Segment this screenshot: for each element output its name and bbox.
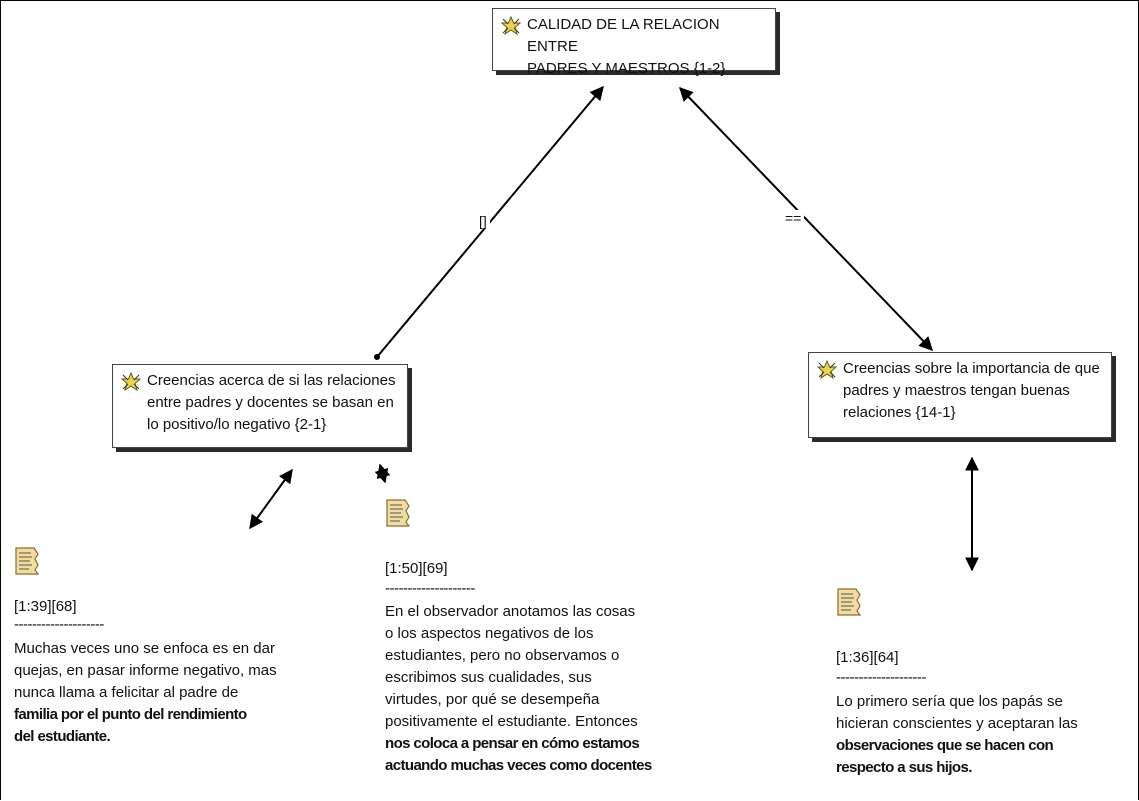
quotation-line: o los aspectos negativos de los	[385, 625, 594, 642]
quotation-node-2[interactable]: [1:50][69] -------------------- En el ob…	[385, 498, 685, 798]
code-label-line: padres y maestros tengan buenas	[843, 382, 1070, 399]
quotation-line-bold: nos coloca a pensar en cómo estamos	[385, 735, 640, 752]
quotation-reference: [1:50][69]	[385, 560, 448, 577]
quotation-line-bold: observaciones que se hacen con	[836, 737, 1054, 754]
link-left-to-main[interactable]	[376, 85, 604, 358]
quotation-reference: [1:39][68]	[14, 598, 77, 615]
quotation-separator: --------------------	[14, 616, 104, 633]
quotation-separator: --------------------	[385, 580, 475, 597]
quotation-line-bold: del estudiante.	[14, 728, 111, 745]
code-node-main[interactable]: CALIDAD DE LA RELACION ENTRE PADRES Y MA…	[492, 8, 776, 77]
quotation-line: quejas, en pasar informe negativo, mas	[14, 662, 277, 679]
quotation-line: escribimos sus cualidades, sus	[385, 669, 592, 686]
code-icon	[120, 372, 142, 392]
link-left-q1[interactable]	[249, 468, 293, 530]
link-left-q2[interactable]	[374, 463, 391, 484]
quotation-line: estudiantes, pero no observamos o	[385, 647, 620, 664]
document-icon	[15, 547, 40, 575]
code-label-line: PADRES Y MAESTROS {1-2}	[527, 60, 726, 77]
quotation-line-bold: respecto a sus hijos.	[836, 759, 972, 776]
code-icon	[816, 360, 838, 380]
quotation-line: Lo primero sería que los papás se	[836, 693, 1063, 710]
quotation-text: Muchas veces uno se enfoca es en dar que…	[14, 638, 277, 748]
code-label-line: lo positivo/lo negativo {2-1}	[147, 416, 327, 433]
document-icon	[837, 588, 862, 616]
quotation-line-bold: actuando muchas veces como docentes	[385, 757, 652, 774]
code-node-right[interactable]: Creencias sobre la importancia de que pa…	[808, 352, 1112, 438]
quotation-reference: [1:36][64]	[836, 649, 899, 666]
edge-label-left-link: []	[476, 213, 490, 229]
quotation-line: En el observador anotamos las cosas	[385, 603, 636, 620]
quotation-text: En el observador anotamos las cosas o lo…	[385, 601, 652, 777]
link-left-to-main-origin	[374, 354, 380, 360]
quotation-line-bold: familia por el punto del rendimiento	[14, 706, 247, 723]
quotation-separator: --------------------	[836, 669, 926, 686]
quotation-node-3[interactable]: [1:36][64] -------------------- Lo prime…	[836, 587, 1126, 797]
quotation-line: Muchas veces uno se enfoca es en dar	[14, 640, 275, 657]
code-label-line: Creencias sobre la importancia de que	[843, 360, 1100, 377]
document-icon	[386, 499, 411, 527]
code-label-line: relaciones {14-1}	[843, 404, 956, 421]
code-icon	[500, 16, 522, 36]
link-main-right[interactable]	[679, 86, 933, 352]
edge-label-right-link: ==	[782, 210, 805, 226]
quotation-text: Lo primero sería que los papás se hicier…	[836, 691, 1078, 779]
quotation-line: virtudes, por qué se desempeña	[385, 691, 600, 708]
quotation-node-1[interactable]: [1:39][68] -------------------- Muchas v…	[14, 546, 314, 796]
code-label-line: Creencias acerca de si las relaciones	[147, 372, 396, 389]
quotation-line: hicieran conscientes y aceptaran las	[836, 715, 1078, 732]
code-label-line: CALIDAD DE LA RELACION ENTRE	[527, 16, 720, 55]
code-label-line: entre padres y docentes se basan en	[147, 394, 394, 411]
quotation-line: nunca llama a felicitar al padre de	[14, 684, 239, 701]
quotation-line: positivamente el estudiante. Entonces	[385, 713, 638, 730]
code-node-left[interactable]: Creencias acerca de si las relaciones en…	[112, 364, 408, 448]
